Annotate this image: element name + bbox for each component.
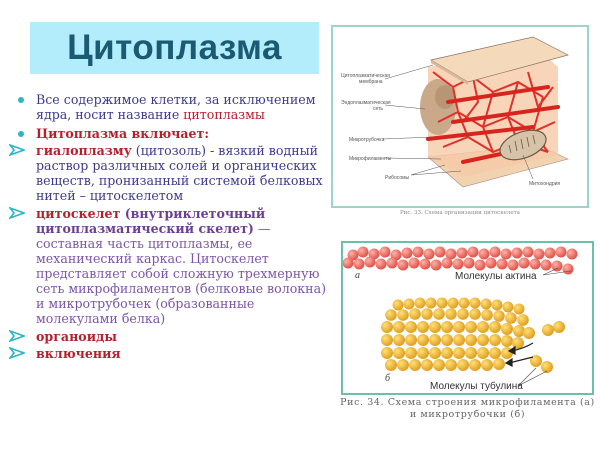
title-banner: Цитоплазма — [30, 22, 319, 74]
list-item-inclusions: включения — [8, 346, 330, 361]
list-item-cytoskeleton: цитоскелет (внутриклеточный цитоплазмати… — [8, 206, 330, 326]
label-actin: Молекулы актина — [455, 271, 537, 282]
label-tubulin: Молекулы тубулина — [430, 380, 523, 392]
microfilament-illustration: а Молекулы актина б Молекулы тубулина — [342, 246, 578, 392]
arrow-bullet-icon — [9, 144, 25, 156]
label-b: б — [385, 373, 391, 384]
bullet-dot-icon — [18, 131, 24, 137]
list-item-hyaloplasm: гиалоплазму (цитозоль) - вязкий водный р… — [8, 143, 330, 203]
inclusions-term: включения — [36, 346, 121, 361]
label-er-line2: сеть — [373, 106, 383, 112]
cytoskeleton-figure: Цитоплазматическая мембрана Эндоплазмати… — [331, 25, 589, 208]
list-item-definition: Все содержимое клетки, за исключением яд… — [8, 92, 330, 122]
definition-highlight: цитоплазмы — [183, 107, 265, 122]
cytoskeleton-text: — составная часть цитоплазмы, ее механич… — [36, 221, 326, 326]
label-er-line1: Эндоплазматическая — [341, 100, 391, 106]
cytoskeleton-term: цитоскелет — [36, 206, 121, 221]
page-title: Цитоплазма — [67, 28, 282, 67]
figure2-caption-line1: Рис. 34. Схема строения микрофиламента (… — [340, 397, 595, 408]
label-membrane-line1: Цитоплазматическая — [341, 73, 390, 79]
hyaloplasm-term: гиалоплазму — [36, 143, 132, 158]
bullet-list: Все содержимое клетки, за исключением яд… — [8, 92, 330, 361]
figure2-caption: Рис. 34. Схема строения микрофиламента (… — [335, 397, 600, 421]
cytoskeleton-illustration: Цитоплазматическая мембрана Эндоплазмати… — [341, 36, 569, 188]
list-item-includes: Цитоплазма включает: — [8, 126, 330, 141]
figure2-caption-line2: и микротрубочки (б) — [409, 409, 526, 420]
arrow-bullet-icon — [9, 207, 25, 219]
arrow-bullet-icon — [9, 330, 25, 342]
includes-heading: Цитоплазма включает: — [36, 126, 209, 141]
bullet-dot-icon — [18, 97, 24, 103]
label-membrane-line2: мембрана — [359, 79, 383, 85]
label-mitochondrion: Митохондрия — [529, 181, 560, 187]
figure1-caption: Рис. 33. Схема организации цитоскелета — [400, 210, 520, 216]
cytoskeleton-bold-text: (внутриклеточный цитоплазматический скел… — [36, 206, 266, 236]
arrow-bullet-icon — [9, 347, 25, 359]
label-microtubule: Микротрубочка — [349, 137, 385, 143]
organelles-term: органоиды — [36, 329, 118, 344]
hyaloplasm-text: (цитозоль) - вязкий водный раствор разли… — [36, 143, 323, 203]
list-item-organelles: органоиды — [8, 329, 330, 344]
definition-text: Все содержимое клетки, за исключением яд… — [36, 92, 316, 122]
label-microfilaments: Микрофиламенты — [349, 156, 392, 162]
label-ribosomes: Рибосомы — [385, 175, 410, 181]
label-a: а — [355, 270, 360, 281]
microfilament-figure: а Молекулы актина б Молекулы тубулина — [341, 241, 594, 395]
